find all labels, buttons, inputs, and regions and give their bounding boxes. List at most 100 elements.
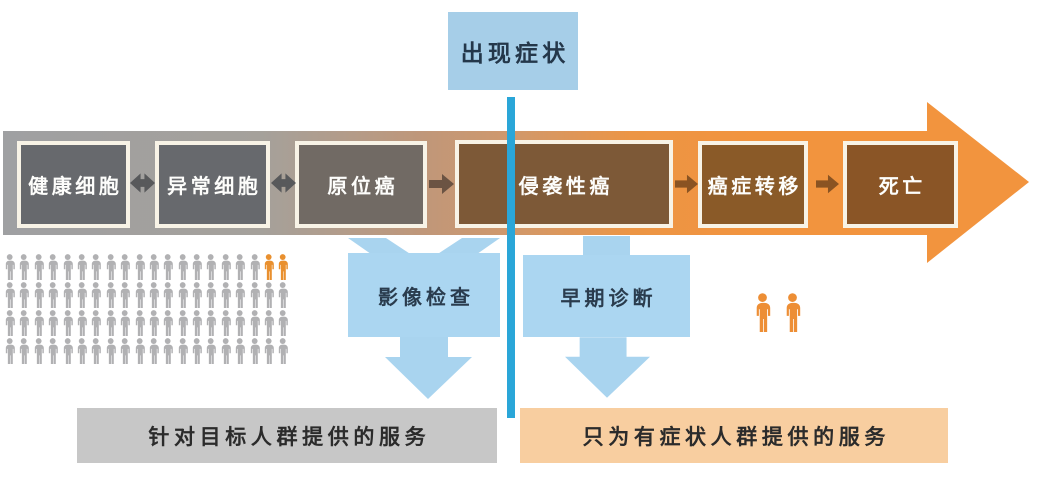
person-icon	[279, 310, 289, 336]
person-icon	[5, 310, 15, 336]
person-icon	[178, 254, 188, 280]
symptomatic-persons	[753, 288, 802, 337]
person-icon	[63, 338, 73, 364]
stage-box-abnormal-cells: 异常细胞	[155, 141, 270, 228]
person-icon	[250, 310, 260, 336]
stage-label: 侵袭性癌	[518, 175, 613, 198]
person-icon	[34, 338, 44, 364]
person-icon	[48, 338, 59, 364]
person-icon	[77, 310, 87, 336]
person-icon	[34, 254, 44, 280]
person-icon	[135, 254, 145, 280]
person-icon	[207, 282, 217, 308]
person-icon	[63, 310, 73, 336]
person-icon	[34, 282, 44, 308]
stage-label: 癌症转移	[707, 176, 802, 198]
person-icon	[20, 282, 30, 308]
person-icon	[20, 310, 30, 336]
person-icon	[264, 338, 274, 364]
person-icon	[279, 338, 289, 364]
person-icon	[178, 310, 188, 336]
person-icon	[120, 282, 130, 308]
person-icon	[48, 282, 59, 308]
stage-label: 异常细胞	[167, 176, 262, 198]
person-icon	[221, 282, 231, 308]
person-icon	[149, 338, 159, 364]
person-icon	[164, 282, 174, 308]
person-icon	[77, 282, 87, 308]
person-icon	[236, 310, 246, 336]
symptomatic-population-service-bar: 只为有症状人群提供的服务	[520, 408, 948, 463]
early-diagnosis-label: 早期诊断	[560, 287, 657, 310]
person-icon	[149, 310, 159, 336]
person-icon	[63, 282, 73, 308]
person-icon	[120, 338, 130, 364]
person-icon	[34, 310, 44, 336]
person-icon	[149, 254, 159, 280]
person-icon	[20, 338, 30, 364]
person-icon	[164, 310, 174, 336]
symptomatic-population-service-label: 只为有症状人群提供的服务	[582, 425, 891, 449]
person-icon	[264, 254, 274, 280]
imaging-screening-label: 影像检查	[378, 286, 474, 309]
person-icon	[279, 282, 289, 308]
person-icon	[20, 254, 30, 280]
person-icon	[135, 282, 145, 308]
person-icon	[120, 310, 130, 336]
person-icon	[5, 282, 15, 308]
person-icon	[207, 338, 217, 364]
person-icon	[192, 254, 202, 280]
symptom-timeline-divider	[507, 97, 515, 418]
person-icon	[192, 310, 202, 336]
person-icon	[192, 282, 202, 308]
person-icon	[63, 254, 73, 280]
stage-box-carcinoma-in-situ: 原位癌	[295, 141, 427, 228]
person-icon	[106, 338, 116, 364]
imaging-screening-box: 影像检查	[348, 253, 500, 337]
person-icon	[106, 310, 116, 336]
crowd-row	[3, 282, 290, 308]
person-icon	[5, 254, 15, 280]
person-icon	[135, 310, 145, 336]
person-icon	[164, 338, 174, 364]
person-icon	[106, 282, 116, 308]
person-icon	[77, 254, 87, 280]
crowd-row	[3, 338, 290, 364]
person-icon	[264, 282, 274, 308]
right-arrow-icon	[675, 174, 698, 194]
person-icon	[149, 282, 159, 308]
person-icon	[221, 254, 231, 280]
stage-box-invasive-cancer: 侵袭性癌	[455, 140, 673, 228]
symptoms-appear-box: 出现症状	[448, 12, 578, 90]
crowd-grid	[3, 254, 290, 364]
double-arrow-icon	[130, 173, 155, 193]
stage-label: 死亡	[878, 176, 926, 198]
crowd-row	[3, 310, 290, 336]
person-icon	[221, 310, 231, 336]
down-arrow-icon	[385, 337, 472, 399]
person-icon	[178, 338, 188, 364]
person-icon	[236, 282, 246, 308]
person-icon	[164, 254, 174, 280]
person-icon	[250, 254, 260, 280]
person-icon	[236, 254, 246, 280]
stage-label: 原位癌	[327, 176, 399, 198]
person-icon	[207, 310, 217, 336]
person-icon	[48, 310, 59, 336]
person-icon	[178, 282, 188, 308]
person-icon	[92, 254, 102, 280]
symptoms-appear-label: 出现症状	[460, 40, 570, 66]
person-icon	[786, 293, 801, 332]
double-arrow-icon	[271, 173, 296, 193]
right-arrow-icon	[816, 174, 839, 194]
stage-box-healthy-cells: 健康细胞	[17, 141, 130, 228]
stage-label: 健康细胞	[28, 176, 123, 198]
person-icon	[279, 254, 289, 280]
person-icon	[250, 282, 260, 308]
person-icon	[264, 310, 274, 336]
right-arrow-icon	[429, 174, 454, 194]
person-icon	[756, 293, 771, 332]
person-icon	[77, 338, 87, 364]
target-population-service-label: 针对目标人群提供的服务	[148, 425, 431, 449]
